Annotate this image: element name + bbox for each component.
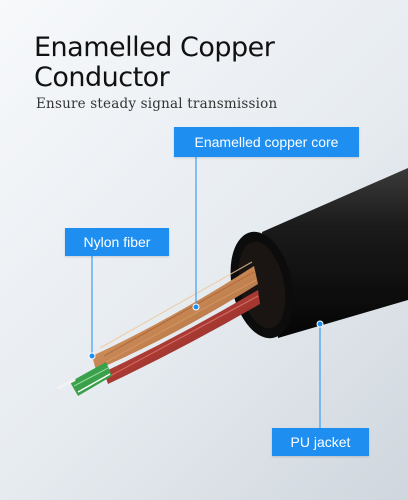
heading-line-2: Conductor (34, 62, 170, 93)
callout-enamelled-copper-core: Enamelled copper core (174, 127, 359, 157)
callout-pu-jacket: PU jacket (272, 428, 369, 456)
leader-lines (91, 157, 321, 428)
callout-nylon-fiber: Nylon fiber (65, 228, 169, 256)
pu-jacket (230, 168, 408, 339)
leader-dots (88, 303, 324, 360)
red-strands (104, 290, 260, 384)
heading: Enamelled Copper Conductor (34, 32, 275, 93)
copper-strands (92, 261, 258, 370)
heading-line-1: Enamelled Copper (34, 32, 275, 63)
wire-tips (56, 362, 112, 396)
subtitle: Ensure steady signal transmission (36, 96, 278, 112)
